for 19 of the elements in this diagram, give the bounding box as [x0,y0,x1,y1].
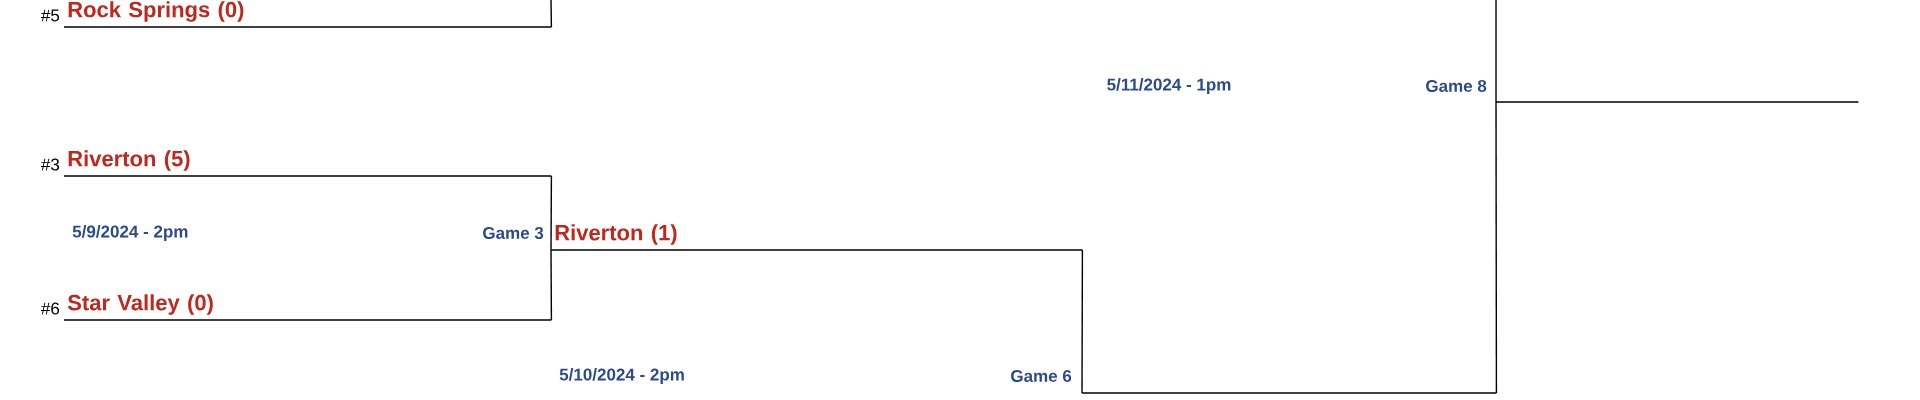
game-label: 5/10/2024 - 2pm [559,368,684,384]
team-slot: Riverton (5) [63,150,553,177]
game-label: Game 8 [1426,80,1487,93]
bracket-line [1495,0,1497,103]
bracket-line [550,175,553,251]
game-label: 5/9/2024 - 2pm [72,225,188,241]
game-label: Game 3 [483,226,544,240]
game-label: Game 6 [1011,370,1072,383]
team-slot: Riverton (1) [550,224,1084,251]
seed-number: #3 [41,158,60,171]
bracket-line [1495,101,1498,394]
team-slot: Rock Springs (0) [63,1,553,28]
bracket-line [550,0,553,28]
seed-number: #6 [41,302,60,315]
team-slot: Star Valley (0) [63,294,553,321]
seed-number: #5 [41,9,60,22]
game-label: 5/11/2024 - 1pm [1107,78,1231,94]
bracket-line [550,249,553,321]
bracket-line [1081,249,1084,394]
